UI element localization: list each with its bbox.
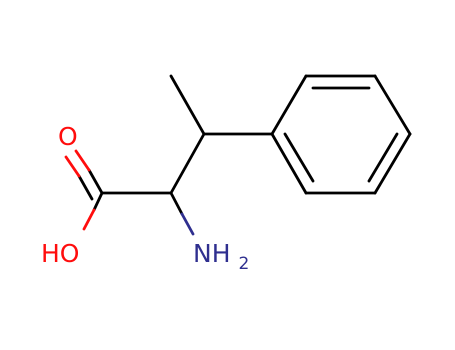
amine-label: NH 2 bbox=[193, 239, 249, 274]
amine-symbol: NH bbox=[193, 239, 231, 268]
amine-subscript: 2 bbox=[238, 254, 249, 274]
benzene-ring bbox=[270, 74, 412, 195]
ring-double-bond-left bbox=[283, 132, 315, 183]
carbon-skeleton bbox=[100, 74, 274, 195]
hydroxyl-label: HO bbox=[41, 239, 79, 268]
bond-methyl-ch bbox=[169, 74, 206, 136]
carbonyl-oxygen-label: O bbox=[58, 122, 78, 151]
hydroxyl-bond bbox=[82, 191, 104, 231]
amine-bond bbox=[169, 191, 195, 236]
carbonyl-double-bond bbox=[64, 149, 104, 201]
bond-ch-alpha bbox=[169, 132, 206, 195]
ring-double-bond-right bbox=[367, 132, 399, 183]
